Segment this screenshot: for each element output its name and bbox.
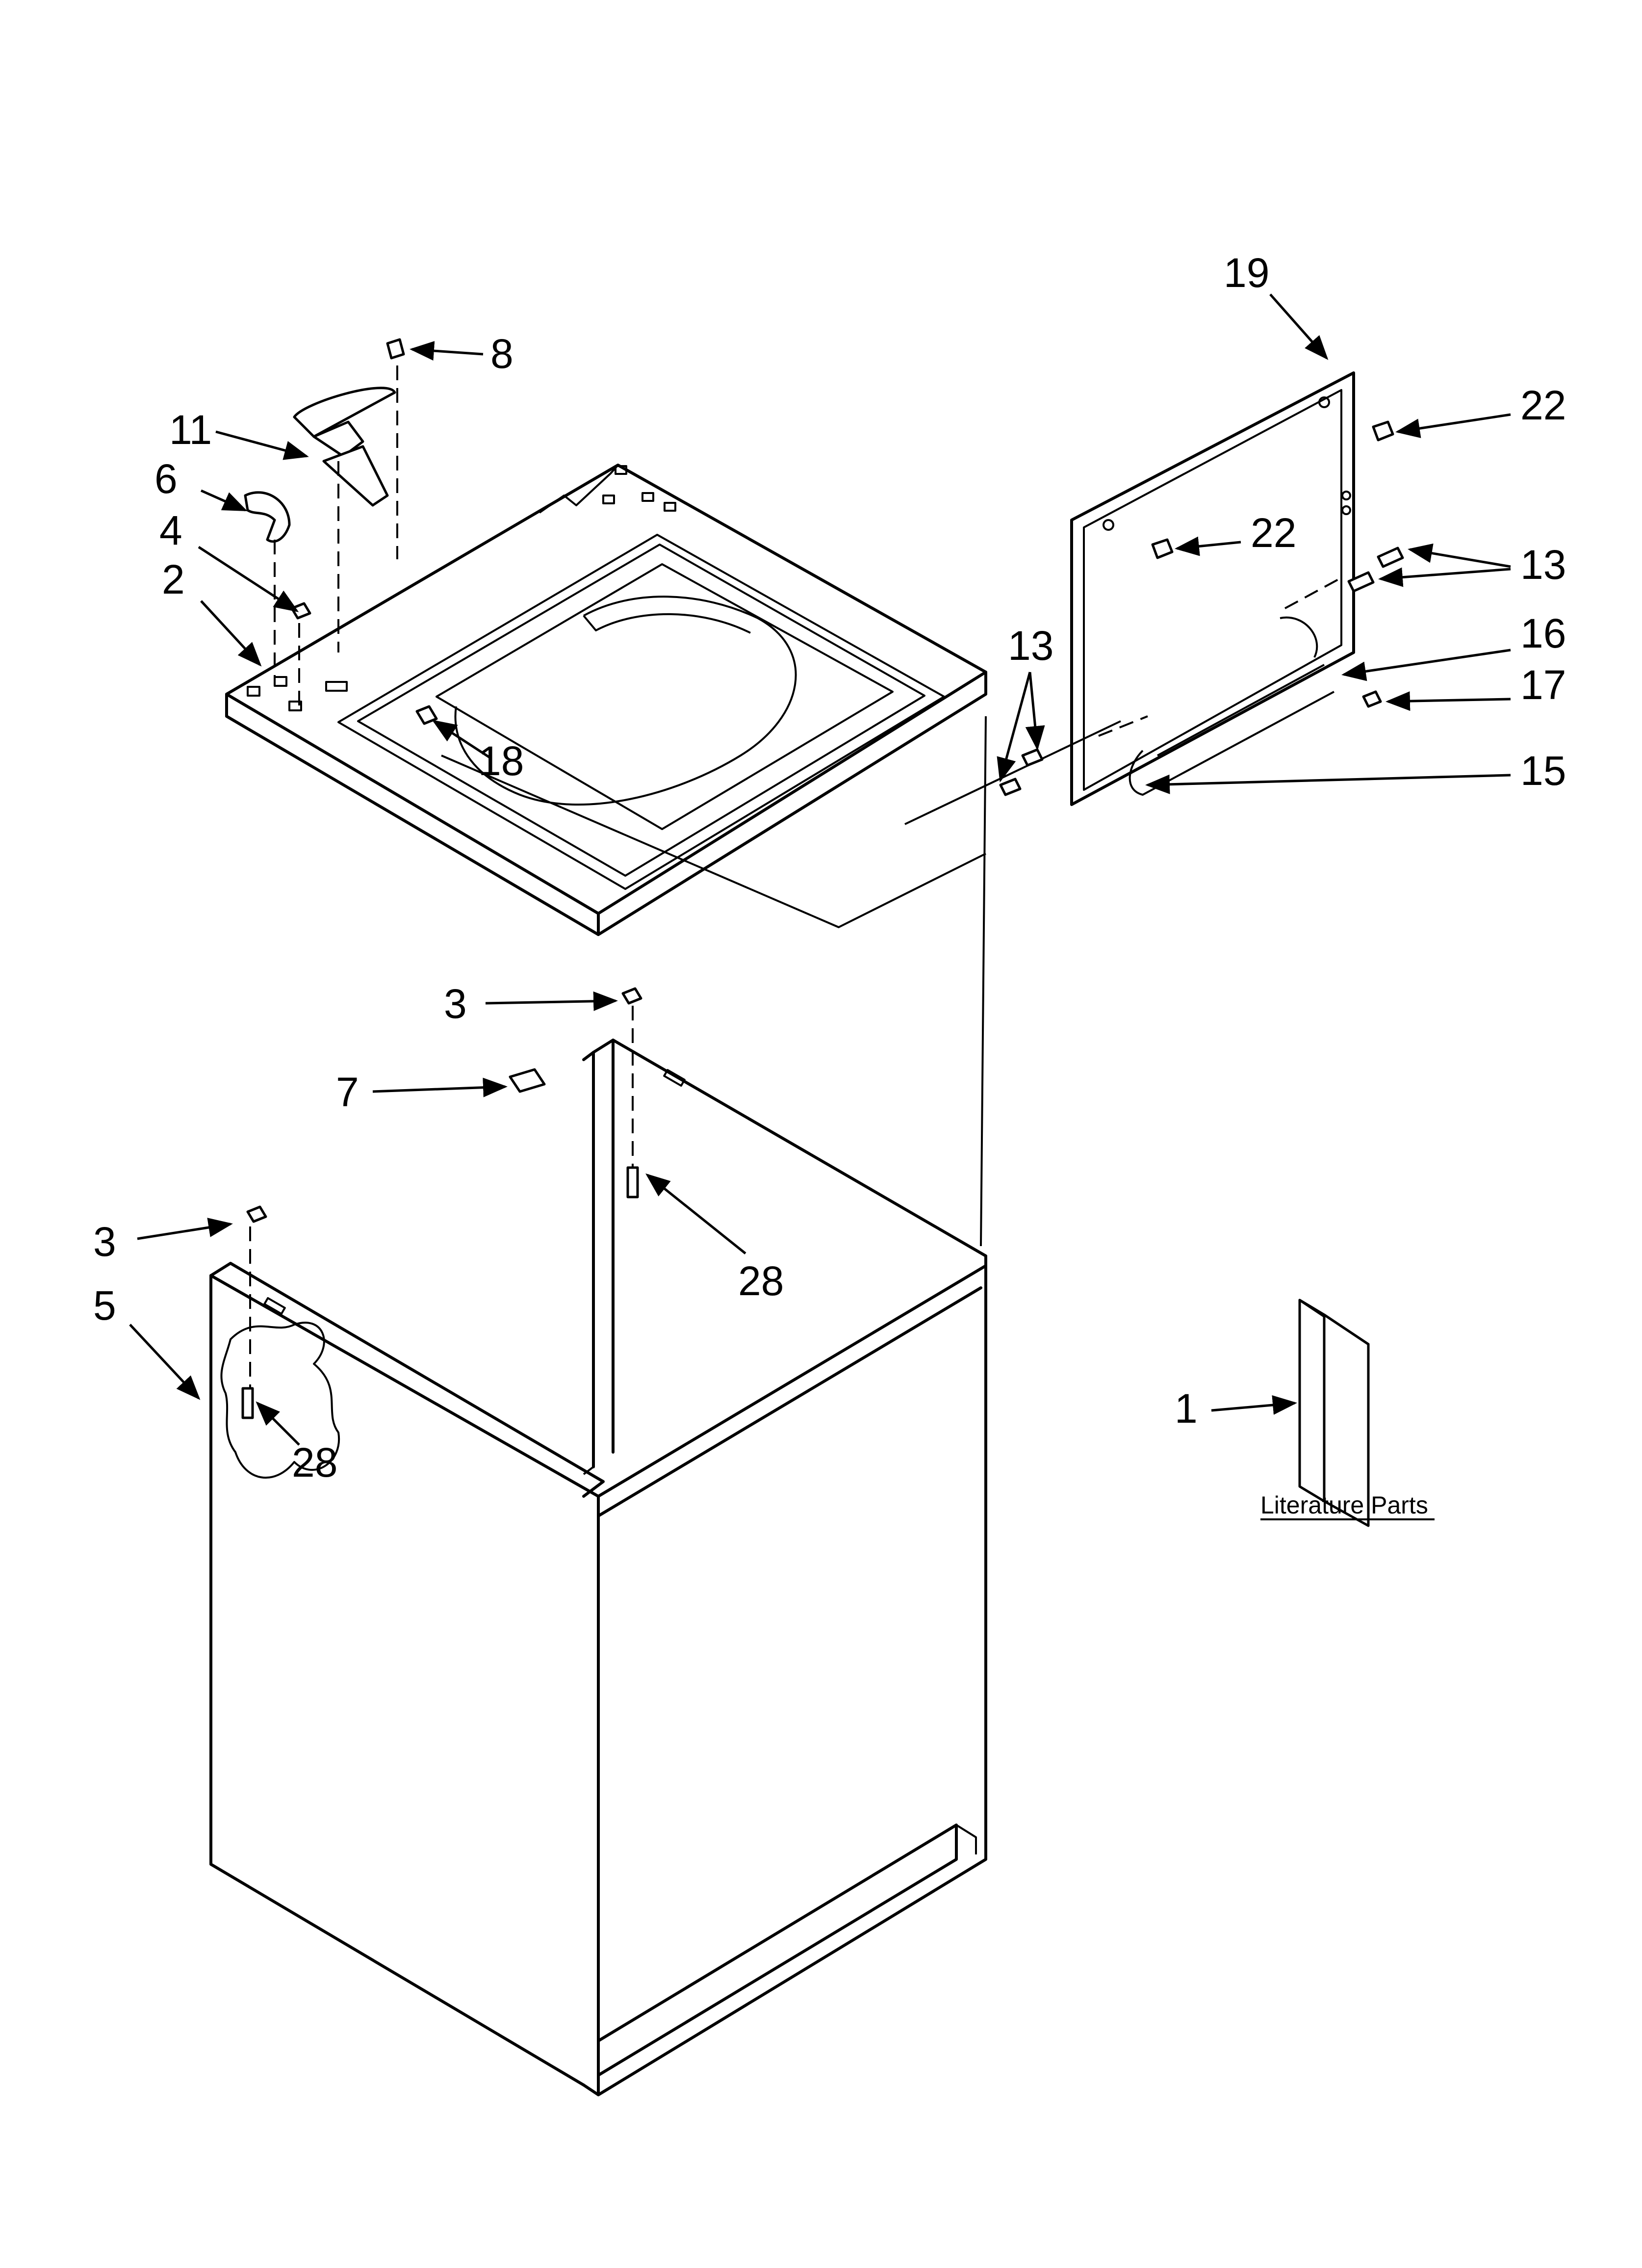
callout-11: 11: [169, 407, 212, 453]
callout-5: 5: [93, 1282, 116, 1329]
callout-4: 4: [159, 507, 182, 553]
callout-22-rear-top: 22: [1520, 382, 1566, 428]
callout-2: 2: [162, 556, 185, 602]
literature-parts-label: Literature Parts: [1260, 1491, 1428, 1519]
callout-13-rear: 13: [1520, 542, 1566, 588]
switch-parts: [241, 338, 642, 1419]
callout-22-rear-mid: 22: [1251, 510, 1296, 556]
callout-13-side: 13: [1008, 623, 1053, 669]
leaders: [129, 293, 1511, 1446]
literature-book: [1298, 1299, 1370, 1527]
rear-panel: [1070, 371, 1355, 806]
callout-28-upper: 28: [738, 1258, 784, 1304]
rear-panel-hardware: [999, 420, 1404, 796]
callout-19: 19: [1224, 250, 1269, 296]
callout-16: 16: [1520, 610, 1566, 656]
callout-1: 1: [1175, 1385, 1198, 1432]
callout-3-top: 3: [444, 981, 467, 1027]
callout-17: 17: [1520, 662, 1566, 708]
callout-3-left: 3: [93, 1219, 116, 1265]
callout-labels: 19 22 22 13 13 16 17 15 8 11 6 4 2 18 3 …: [93, 250, 1566, 1520]
callout-6: 6: [154, 456, 178, 502]
callout-8: 8: [490, 331, 513, 377]
callout-15: 15: [1520, 748, 1566, 794]
cutaway: [220, 1322, 340, 1479]
callout-28-lower: 28: [292, 1439, 337, 1486]
callout-7: 7: [336, 1069, 359, 1115]
cabinet: [209, 1039, 987, 2096]
callout-18: 18: [478, 738, 524, 784]
top-panel: [225, 464, 987, 936]
